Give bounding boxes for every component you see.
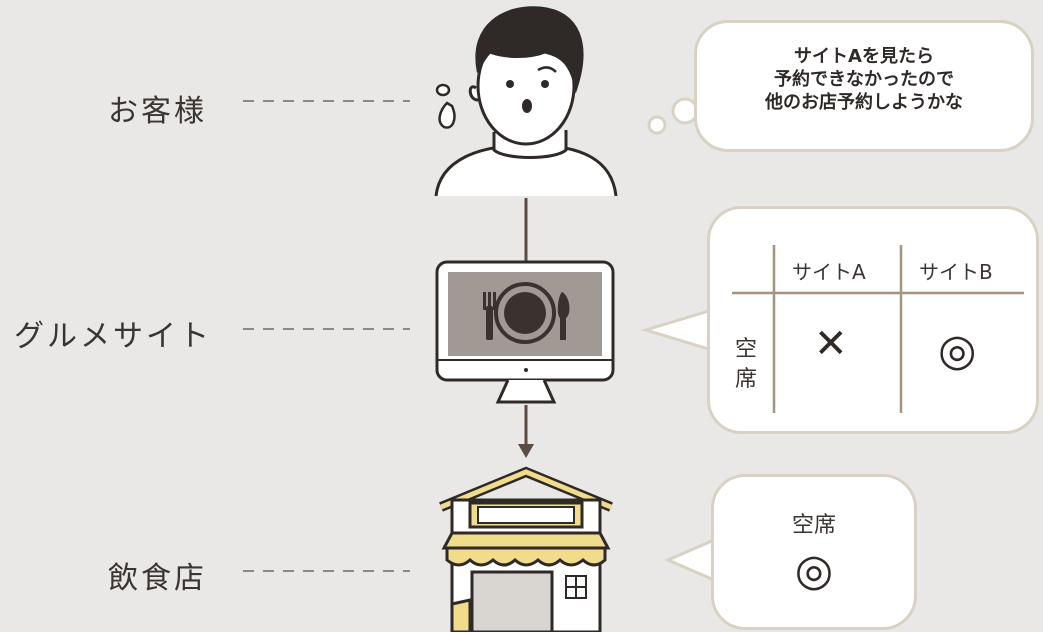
thought-line-3: 他のお店予約しようかな xyxy=(765,92,963,113)
shop-icon xyxy=(439,466,613,632)
leader-lines xyxy=(243,100,410,572)
table-row-label-2: 席 xyxy=(735,367,758,392)
site-comparison-bubble: サイトA サイトB 空 席 ✕ ◎ xyxy=(707,206,1039,434)
gourmet-site-label: グルメサイト xyxy=(14,319,212,354)
restaurant-bubble-tail xyxy=(664,537,716,583)
thought-line-2: 予約できなかったので xyxy=(774,69,954,90)
arrow-down-icon xyxy=(518,444,534,458)
table-header-site-b: サイトB xyxy=(919,260,993,284)
table-row-label-1: 空 xyxy=(735,337,758,362)
site-bubble-tail xyxy=(640,307,714,353)
thought-line-1: サイトAを見たら xyxy=(794,46,934,67)
site-b-available-icon: ◎ xyxy=(938,325,977,376)
restaurant-seat-label: 空席 xyxy=(791,513,836,538)
restaurant-label: 飲食店 xyxy=(108,561,207,596)
site-a-unavailable-icon: ✕ xyxy=(814,321,848,367)
comparison-table-lines xyxy=(732,245,1024,413)
thought-dot-small xyxy=(647,115,667,135)
monitor-icon xyxy=(435,260,615,404)
customer-label: お客様 xyxy=(108,94,207,129)
restaurant-bubble: 空席 ◎ xyxy=(711,474,917,630)
restaurant-available-icon: ◎ xyxy=(794,545,834,596)
thought-bubble: サイトAを見たら 予約できなかったので 他のお店予約しようかな xyxy=(694,20,1034,152)
person-icon xyxy=(434,6,618,197)
table-header-site-a: サイトA xyxy=(792,260,866,284)
